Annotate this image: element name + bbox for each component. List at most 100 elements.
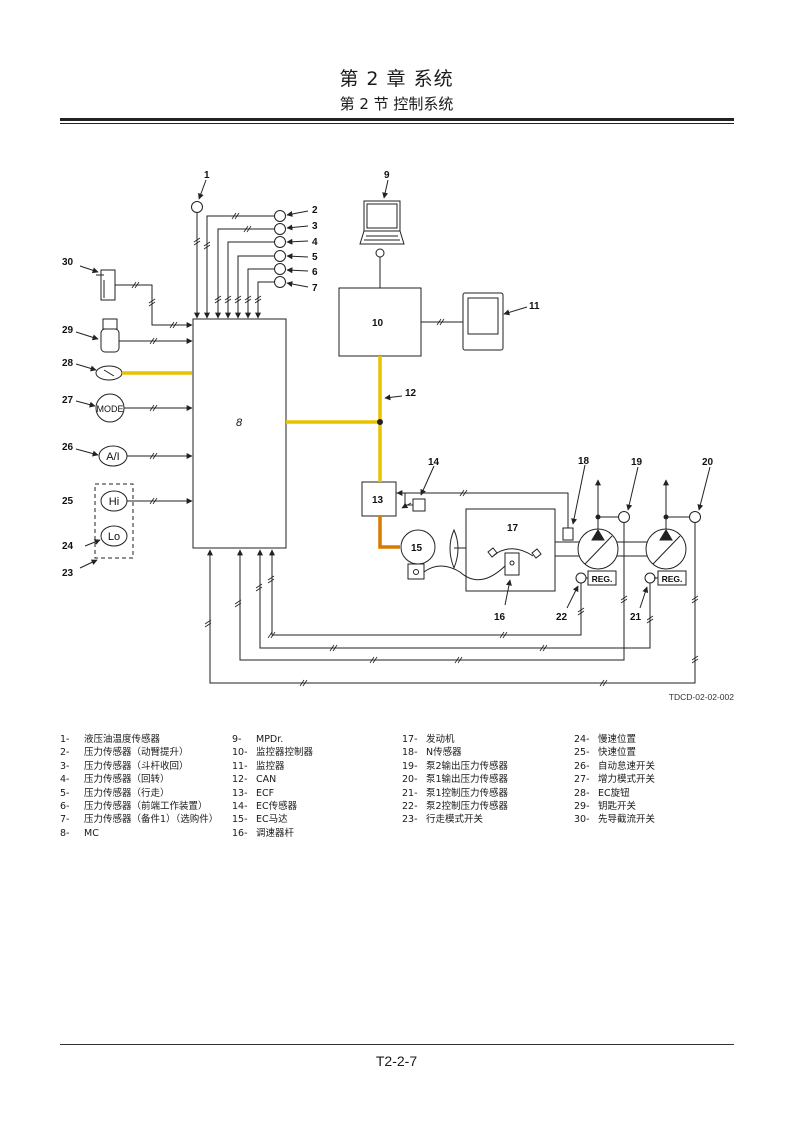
monitor-block xyxy=(462,292,504,351)
legend-item: 2-压力传感器（动臂提升） xyxy=(60,747,189,759)
legend-item: 30-先导截流开关 xyxy=(574,814,656,826)
label-29: 29 xyxy=(62,325,74,336)
label-6: 6 xyxy=(312,267,318,278)
legend-item: 1-液压油温度传感器 xyxy=(60,734,161,745)
ai-switch-label: A/I xyxy=(106,451,119,463)
legend-column-1: 1-液压油温度传感器 2-压力传感器（动臂提升） 3-压力传感器（斗杆收回） 4… xyxy=(60,733,218,840)
sensor-7-icon xyxy=(274,276,286,288)
legend-item: 7-压力传感器（备件1）（选购件） xyxy=(60,814,219,826)
legend-item: 20-泵1输出压力传感器 xyxy=(402,774,509,786)
legend-item: 15-EC马达 xyxy=(232,814,288,826)
diagram-code: TDCD-02-02-002 xyxy=(669,692,734,702)
label-30: 30 xyxy=(62,257,74,268)
label-19: 19 xyxy=(631,457,643,468)
label-20: 20 xyxy=(702,457,714,468)
key-switch-icon xyxy=(100,328,120,353)
pump-2-control-sensor-icon xyxy=(575,572,587,584)
label-24: 24 xyxy=(62,541,74,552)
label-27: 27 xyxy=(62,395,74,406)
pump-1-pressure-sensor-icon xyxy=(689,511,701,523)
label-2: 2 xyxy=(312,205,318,216)
label-9: 9 xyxy=(384,170,390,181)
legend-item: 16-调速器杆 xyxy=(232,827,295,839)
header-rule-thick xyxy=(60,118,734,121)
legend-item: 29-钥匙开关 xyxy=(574,801,637,813)
sensor-1-icon xyxy=(191,201,203,213)
page-number: T2-2-7 xyxy=(375,1053,418,1069)
label-5: 5 xyxy=(312,252,318,263)
n-sensor-icon xyxy=(562,527,574,541)
sensor-5-icon xyxy=(274,250,286,262)
pump-1-control-sensor-icon xyxy=(644,572,656,584)
hi-switch-label: Hi xyxy=(109,496,119,508)
legend-item: 18-N传感器 xyxy=(402,747,462,759)
laptop-screen-icon xyxy=(363,200,401,232)
regulator-1-label: REG. xyxy=(662,574,683,584)
pump-2-pressure-sensor-icon xyxy=(618,511,630,523)
legend-item: 23-行走模式开关 xyxy=(402,814,484,826)
mode-switch-label: MODE xyxy=(97,404,124,414)
fan-icon xyxy=(449,528,459,570)
legend-item: 12-CAN xyxy=(232,774,277,786)
mc-block xyxy=(192,318,287,549)
laptop-keyboard-icon xyxy=(359,230,405,245)
regulator-2-label: REG. xyxy=(592,574,613,584)
engine-block xyxy=(465,508,556,592)
legend-item: 4-压力传感器（回转） xyxy=(60,774,170,786)
label-13: 13 xyxy=(372,495,384,506)
monitor-controller-block xyxy=(338,287,422,357)
legend-column-3: 17-发动机 18-N传感器 19-泵2输出压力传感器 20-泵1输出压力传感器… xyxy=(402,733,508,827)
legend-item: 25-快速位置 xyxy=(574,747,637,759)
label-26: 26 xyxy=(62,442,74,453)
legend-item: 6-压力传感器（前端工作装置） xyxy=(60,801,208,813)
label-14: 14 xyxy=(428,457,440,468)
legend-item: 26-自动怠速开关 xyxy=(574,760,656,772)
sensor-6-icon xyxy=(274,263,286,275)
label-25: 25 xyxy=(62,496,74,507)
label-16: 16 xyxy=(494,612,506,623)
label-11: 11 xyxy=(529,301,540,312)
lo-switch-icon xyxy=(100,525,128,547)
legend-item: 28-EC旋钮 xyxy=(574,787,630,799)
label-18: 18 xyxy=(578,456,590,467)
legend-item: 21-泵1控制压力传感器 xyxy=(402,787,509,799)
sensor-3-icon xyxy=(274,223,286,235)
legend-item: 3-压力传感器（斗杆收回） xyxy=(60,760,189,772)
legend-column-2: 9-MPDr. 10-监控器控制器 11-监控器 12-CAN 13-ECF 1… xyxy=(232,733,313,840)
ecf-block xyxy=(361,481,397,517)
label-10: 10 xyxy=(372,318,384,329)
legend-item: 27-增力模式开关 xyxy=(574,774,656,786)
legend-item: 10-监控器控制器 xyxy=(232,747,314,759)
sensor-2-icon xyxy=(274,210,286,222)
ec-sensor-icon xyxy=(412,498,426,512)
diagram-labels: 1 2 3 4 5 6 7 9 10 11 12 13 14 15 16 17 … xyxy=(62,170,714,623)
legend-item: 13-ECF xyxy=(232,787,275,799)
label-4: 4 xyxy=(312,237,318,248)
sensor-4-icon xyxy=(274,236,286,248)
legend-item: 9-MPDr. xyxy=(232,734,284,745)
legend-item: 11-监控器 xyxy=(232,760,285,772)
control-system-diagram: 1 2 3 4 5 6 7 9 10 11 12 13 14 15 16 17 … xyxy=(62,170,734,702)
label-1: 1 xyxy=(204,170,210,181)
legend-item: 14-EC传感器 xyxy=(232,801,298,813)
legend-item: 19-泵2输出压力传感器 xyxy=(402,760,509,772)
label-28: 28 xyxy=(62,358,74,369)
governor-lever-icon xyxy=(504,552,520,576)
legend-item: 5-压力传感器（行走） xyxy=(60,787,170,799)
label-3: 3 xyxy=(312,221,318,232)
label-23: 23 xyxy=(62,568,74,579)
legend-item: 8-MC xyxy=(60,827,99,839)
label-15: 15 xyxy=(411,543,423,554)
chapter-title: 第 2 章 系统 xyxy=(339,68,454,90)
legend-item: 22-泵2控制压力传感器 xyxy=(402,801,509,813)
label-7: 7 xyxy=(312,283,318,294)
lo-switch-label: Lo xyxy=(108,531,120,543)
section-title: 第 2 节 控制系统 xyxy=(339,95,454,113)
label-17: 17 xyxy=(507,523,519,534)
legend-item: 17-发动机 xyxy=(402,734,455,745)
legend-item: 24-慢速位置 xyxy=(574,734,637,745)
label-12: 12 xyxy=(405,388,417,399)
legend-column-4: 24-慢速位置 25-快速位置 26-自动怠速开关 27-增力模式开关 28-E… xyxy=(574,733,655,827)
label-22: 22 xyxy=(556,612,568,623)
mc-label: 8 xyxy=(236,417,243,429)
